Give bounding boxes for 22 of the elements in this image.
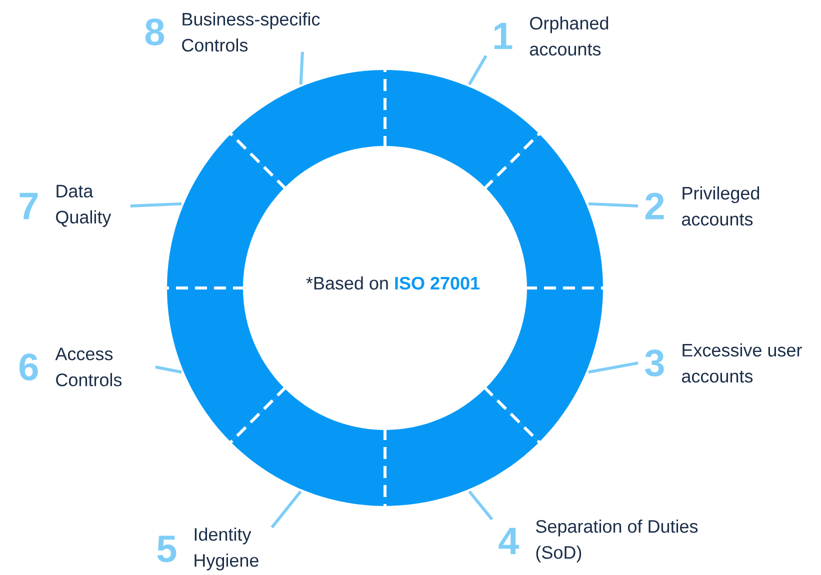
- leader-line: [270, 490, 302, 528]
- numbered-label: 3 Excessive user accounts: [645, 343, 802, 383]
- ring-segment: [485, 288, 603, 442]
- leader-line: [130, 202, 182, 208]
- numbered-label: 8 Business-specific Controls: [145, 12, 320, 52]
- note: *Based on ISO 27001: [306, 276, 480, 290]
- ring-segment: [385, 70, 540, 188]
- leader-line: [155, 366, 182, 374]
- leader-line: [588, 202, 638, 208]
- numbered-label: 5 Identity Hygiene: [157, 528, 258, 570]
- ring-segment: [385, 388, 540, 506]
- numbered-label: 7 Data Quality: [20, 184, 112, 228]
- ring-segment: [230, 70, 385, 188]
- leader-line: [468, 55, 488, 86]
- leader-line: [588, 362, 638, 374]
- ring-segment: [230, 388, 385, 506]
- ring-segment: [167, 288, 285, 442]
- numbered-label: 2 Privileged accounts: [645, 186, 760, 226]
- ring-segment: [485, 134, 603, 288]
- leader-line: [299, 52, 304, 85]
- ring-segment: [167, 134, 285, 288]
- leader-line: [468, 490, 494, 520]
